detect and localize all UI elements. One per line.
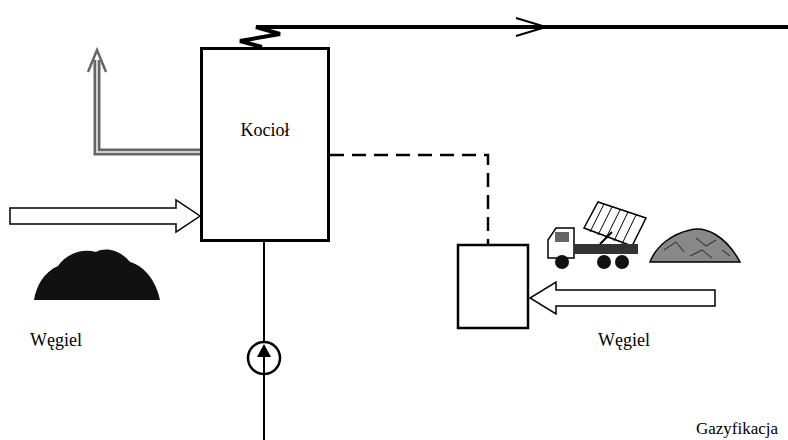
flue-gas-line: [97, 60, 200, 152]
gasifier-box: [458, 245, 528, 328]
feed-arrow: [530, 282, 715, 314]
arrow-head: [88, 50, 106, 72]
pump-symbol: [248, 342, 280, 374]
dump-truck: [548, 202, 646, 269]
water-line: [263, 375, 265, 440]
coal-pile: [34, 250, 160, 300]
flue-gas-line: [97, 60, 200, 152]
steam-line: [240, 27, 788, 47]
water-line: [263, 242, 265, 341]
boiler-box: Kocioł: [200, 47, 330, 242]
arrow-head: [516, 18, 546, 36]
caption-label: Gazyfikacja: [696, 419, 778, 439]
pump-symbol: [257, 344, 271, 357]
feed-arrow: [10, 200, 200, 232]
node-title: Kocioł: [241, 120, 290, 141]
coal-pile: [650, 229, 740, 262]
fuel-label: Węgiel: [598, 330, 650, 351]
dashed-link: [330, 155, 488, 245]
fuel-label: Węgiel: [30, 330, 82, 351]
